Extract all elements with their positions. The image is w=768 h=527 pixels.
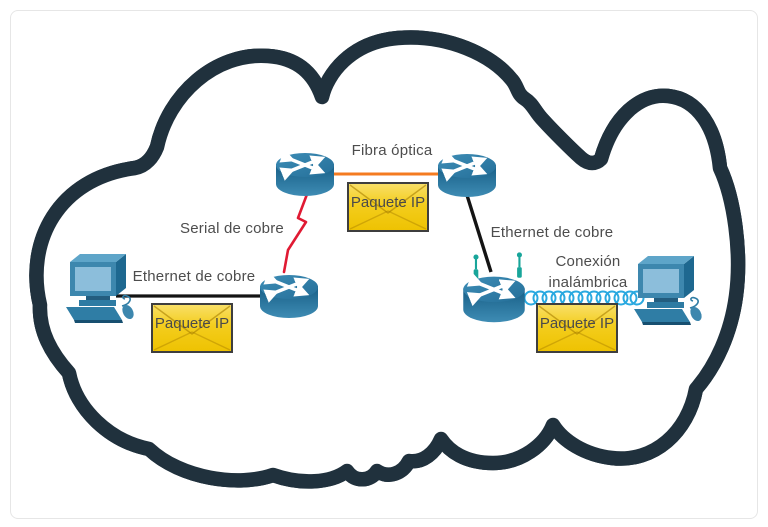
ip-packet-envelope-top [347,182,429,232]
ethernet-link-right [464,191,493,273]
serial-link [282,187,311,274]
ip-packet-envelope-left [151,303,233,353]
ip-packet-envelope-right [536,303,618,353]
router-top-right-icon [438,154,496,197]
router-top-left-icon [276,153,334,196]
router-bottom-left-icon [260,275,318,318]
cloud-icon [36,38,738,482]
